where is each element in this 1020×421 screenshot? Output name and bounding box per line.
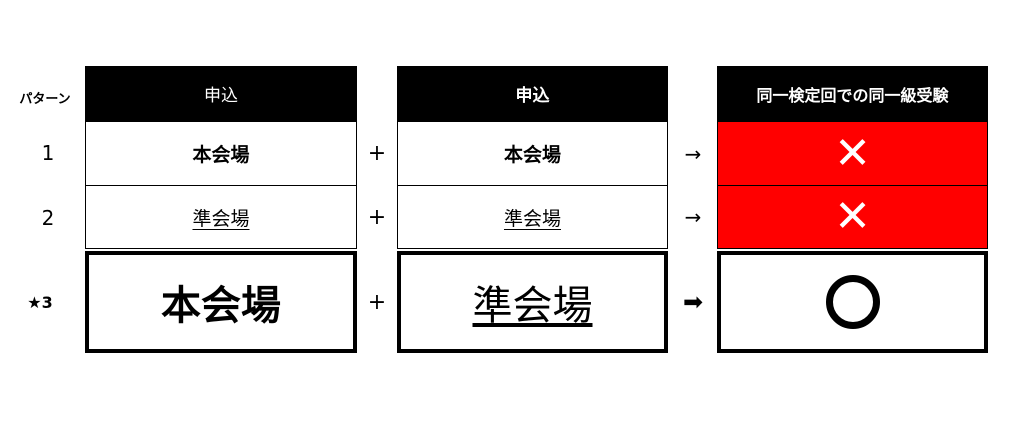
row3-venue-left: 本会場 <box>85 251 357 353</box>
row3-venue-right-text: 準会場 <box>472 283 593 329</box>
row1-plus: + <box>367 141 387 166</box>
cross-mark-icon: ✕ <box>834 127 871 179</box>
row2-result: ✕ <box>717 185 988 249</box>
column-header-application-2: 申込 <box>397 66 668 121</box>
row2-venue-left-text: 準会場 <box>192 207 250 230</box>
cross-mark-icon: ✕ <box>834 191 871 242</box>
row1-result: ✕ <box>717 121 988 186</box>
row-label-3: ★3 <box>27 292 53 312</box>
row1-arrow: → <box>684 141 702 166</box>
row2-arrow: → <box>684 205 702 229</box>
column-header-application-1: 申込 <box>85 66 357 121</box>
row1-venue-right: 本会場 <box>397 121 668 186</box>
row-label-2: 2 <box>41 206 55 230</box>
row3-arrow: ➡ <box>682 288 704 316</box>
row2-venue-right-text: 準会場 <box>503 207 561 230</box>
row2-plus: + <box>367 204 387 230</box>
row3-plus: + <box>367 289 387 315</box>
row1-venue-left: 本会場 <box>85 121 357 186</box>
row3-result <box>717 251 988 353</box>
pattern-header-label: パターン <box>19 91 71 107</box>
column-header-result: 同一検定回での同一級受験 <box>717 66 988 121</box>
row2-venue-right: 準会場 <box>397 185 668 249</box>
row-label-1: 1 <box>41 141 55 165</box>
row2-venue-left: 準会場 <box>85 185 357 249</box>
circle-mark-icon <box>825 275 880 329</box>
row3-venue-right: 準会場 <box>397 251 668 353</box>
